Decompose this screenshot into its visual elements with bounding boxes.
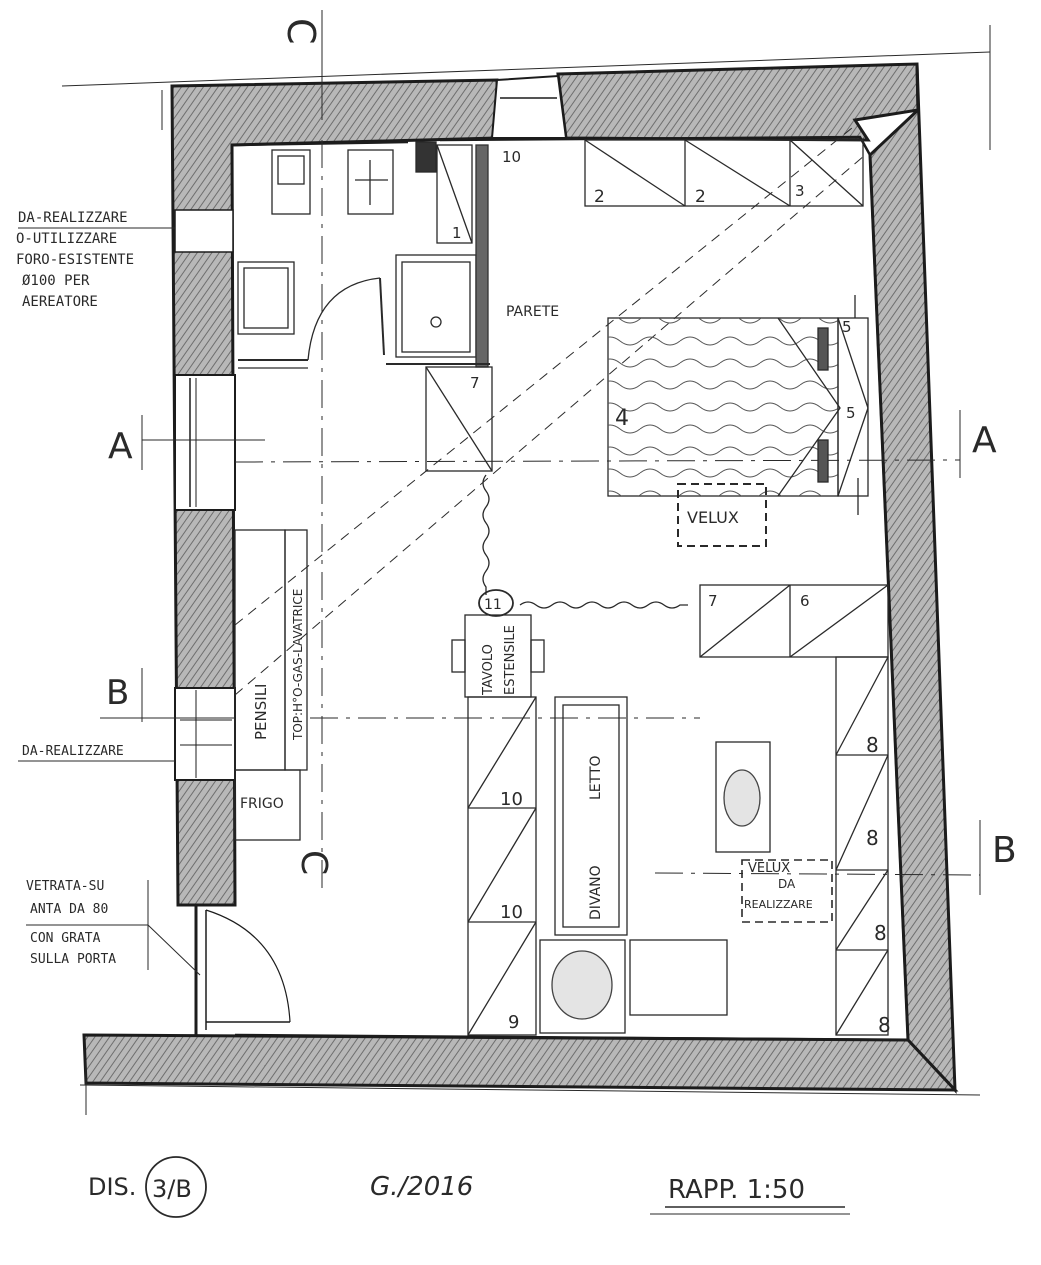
dim-10-label: 10 bbox=[502, 148, 521, 166]
section-labels: C C A A B B bbox=[106, 18, 1017, 875]
item-5b: 5 bbox=[846, 404, 856, 422]
item-11: 11 bbox=[484, 597, 502, 613]
aerator-line3: FORO-ESISTENTE bbox=[16, 252, 134, 268]
title-block: DIS. 3/B G./2016 RAPP. 1:50 bbox=[88, 1156, 850, 1218]
kitchen bbox=[234, 529, 889, 1036]
top-label: TOP:H°O-GAS-LAVATRICE bbox=[291, 589, 305, 741]
estensile-label: ESTENSILE bbox=[503, 625, 518, 695]
tavolo-label: TAVOLO bbox=[481, 644, 496, 696]
section-c-top: C bbox=[279, 18, 323, 45]
aerator-line5: AEREATORE bbox=[22, 294, 98, 310]
note-leaders bbox=[18, 227, 201, 976]
item-1: 1 bbox=[452, 224, 462, 242]
velux-2-line2: DA bbox=[778, 877, 796, 891]
item-2b: 2 bbox=[695, 187, 706, 207]
item-10a: 10 bbox=[500, 789, 523, 810]
drawing-date: G./2016 bbox=[370, 1172, 473, 1202]
section-b-right: B bbox=[992, 830, 1017, 871]
door-line4: SULLA PORTA bbox=[30, 952, 116, 967]
item-8d: 8 bbox=[878, 1013, 891, 1037]
aerator-line2: O-UTILIZZARE bbox=[16, 231, 117, 247]
inner-outline bbox=[231, 135, 910, 1042]
item-4: 4 bbox=[615, 406, 629, 431]
small-window-opening bbox=[174, 687, 236, 781]
aerator-line1: DA-REALIZZARE bbox=[18, 210, 128, 226]
item-7b: 7 bbox=[708, 592, 718, 610]
bottom-wall bbox=[82, 1033, 959, 1092]
vent-opening bbox=[174, 209, 234, 253]
item-2a: 2 bbox=[594, 187, 605, 207]
bathroom bbox=[237, 141, 493, 472]
parete-label: PARETE bbox=[506, 304, 559, 320]
divano-label: DIVANO bbox=[588, 865, 604, 920]
velux-2-line1: VELUX bbox=[748, 861, 790, 876]
item-7a: 7 bbox=[470, 374, 480, 392]
item-5a: 5 bbox=[842, 318, 852, 336]
item-8a: 8 bbox=[866, 733, 879, 757]
section-c-bottom: C bbox=[293, 850, 334, 875]
aerator-line4: Ø100 PER bbox=[22, 273, 90, 289]
item-numbers: 1 2 2 3 4 5 5 6 7 7 8 8 8 8 9 10 10 11 bbox=[452, 182, 891, 1037]
drawing-number: 3/B bbox=[152, 1175, 192, 1203]
section-a-left: A bbox=[108, 426, 133, 467]
velux-1-label: VELUX bbox=[687, 508, 739, 527]
door-line3: CON GRATA bbox=[30, 931, 101, 946]
bedroom bbox=[478, 139, 889, 658]
item-8b: 8 bbox=[866, 826, 879, 850]
item-3: 3 bbox=[795, 182, 805, 200]
item-10b: 10 bbox=[500, 902, 523, 923]
frigo-label: FRIGO bbox=[240, 796, 284, 812]
drawing-prefix: DIS. bbox=[88, 1173, 136, 1201]
grid-lines bbox=[61, 10, 991, 1115]
drawing-number-circle bbox=[145, 1156, 207, 1218]
window-note: DA-REALIZZARE bbox=[22, 744, 124, 759]
drawing-scale: RAPP. 1:50 bbox=[668, 1175, 805, 1205]
door-line2: ANTA DA 80 bbox=[30, 902, 108, 917]
item-9: 9 bbox=[508, 1012, 519, 1033]
pensili-label: PENSILI bbox=[252, 684, 270, 740]
item-6: 6 bbox=[800, 592, 810, 610]
letto-label: LETTO bbox=[588, 755, 604, 800]
item-8c: 8 bbox=[874, 921, 887, 945]
top-wall-right bbox=[556, 62, 920, 142]
window-opening bbox=[174, 374, 236, 511]
left-notes: DA-REALIZZARE O-UTILIZZARE FORO-ESISTENT… bbox=[16, 210, 134, 967]
room-labels: PARETE 10 VELUX VELUX DA REALIZZARE PENS… bbox=[240, 148, 813, 920]
section-a-right: A bbox=[972, 420, 997, 461]
velux-2-line3: REALIZZARE bbox=[744, 898, 813, 911]
section-b-left: B bbox=[106, 673, 129, 713]
walls bbox=[82, 62, 959, 1094]
door-line1: VETRATA-SU bbox=[26, 879, 104, 894]
chimney-opening bbox=[490, 74, 568, 139]
